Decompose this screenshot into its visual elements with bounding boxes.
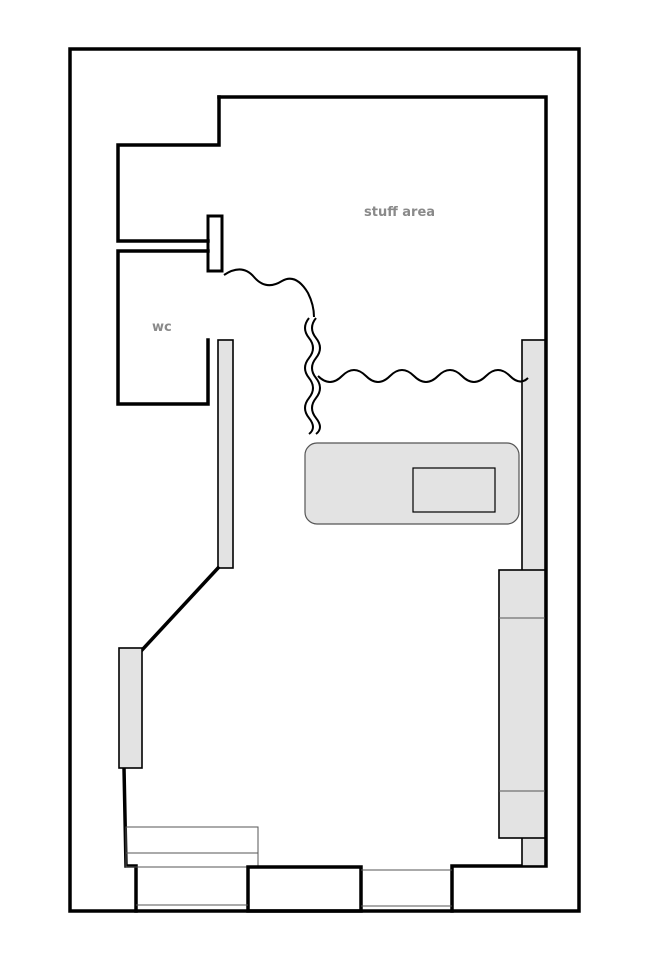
door-jamb [206, 214, 224, 273]
inner-wall-top-step [116, 95, 221, 243]
lower-left-wall [122, 766, 138, 913]
stuff-area-label: stuff area [364, 205, 435, 220]
curtain-vertical-a [304, 317, 314, 435]
wc-wall [116, 249, 210, 406]
left-counter [217, 339, 234, 569]
entry-shelf [125, 826, 259, 868]
curtain-upper [223, 268, 315, 318]
curtain-horizontal [317, 369, 529, 383]
front-pillar [246, 865, 363, 913]
curtain-vertical-b [311, 317, 321, 435]
right-bench [498, 569, 546, 839]
inner-wall-main [217, 95, 548, 913]
wc-label: wc [152, 320, 172, 335]
diagonal-wall [139, 565, 221, 653]
table-inset [412, 467, 496, 513]
lower-left-counter [118, 647, 143, 769]
